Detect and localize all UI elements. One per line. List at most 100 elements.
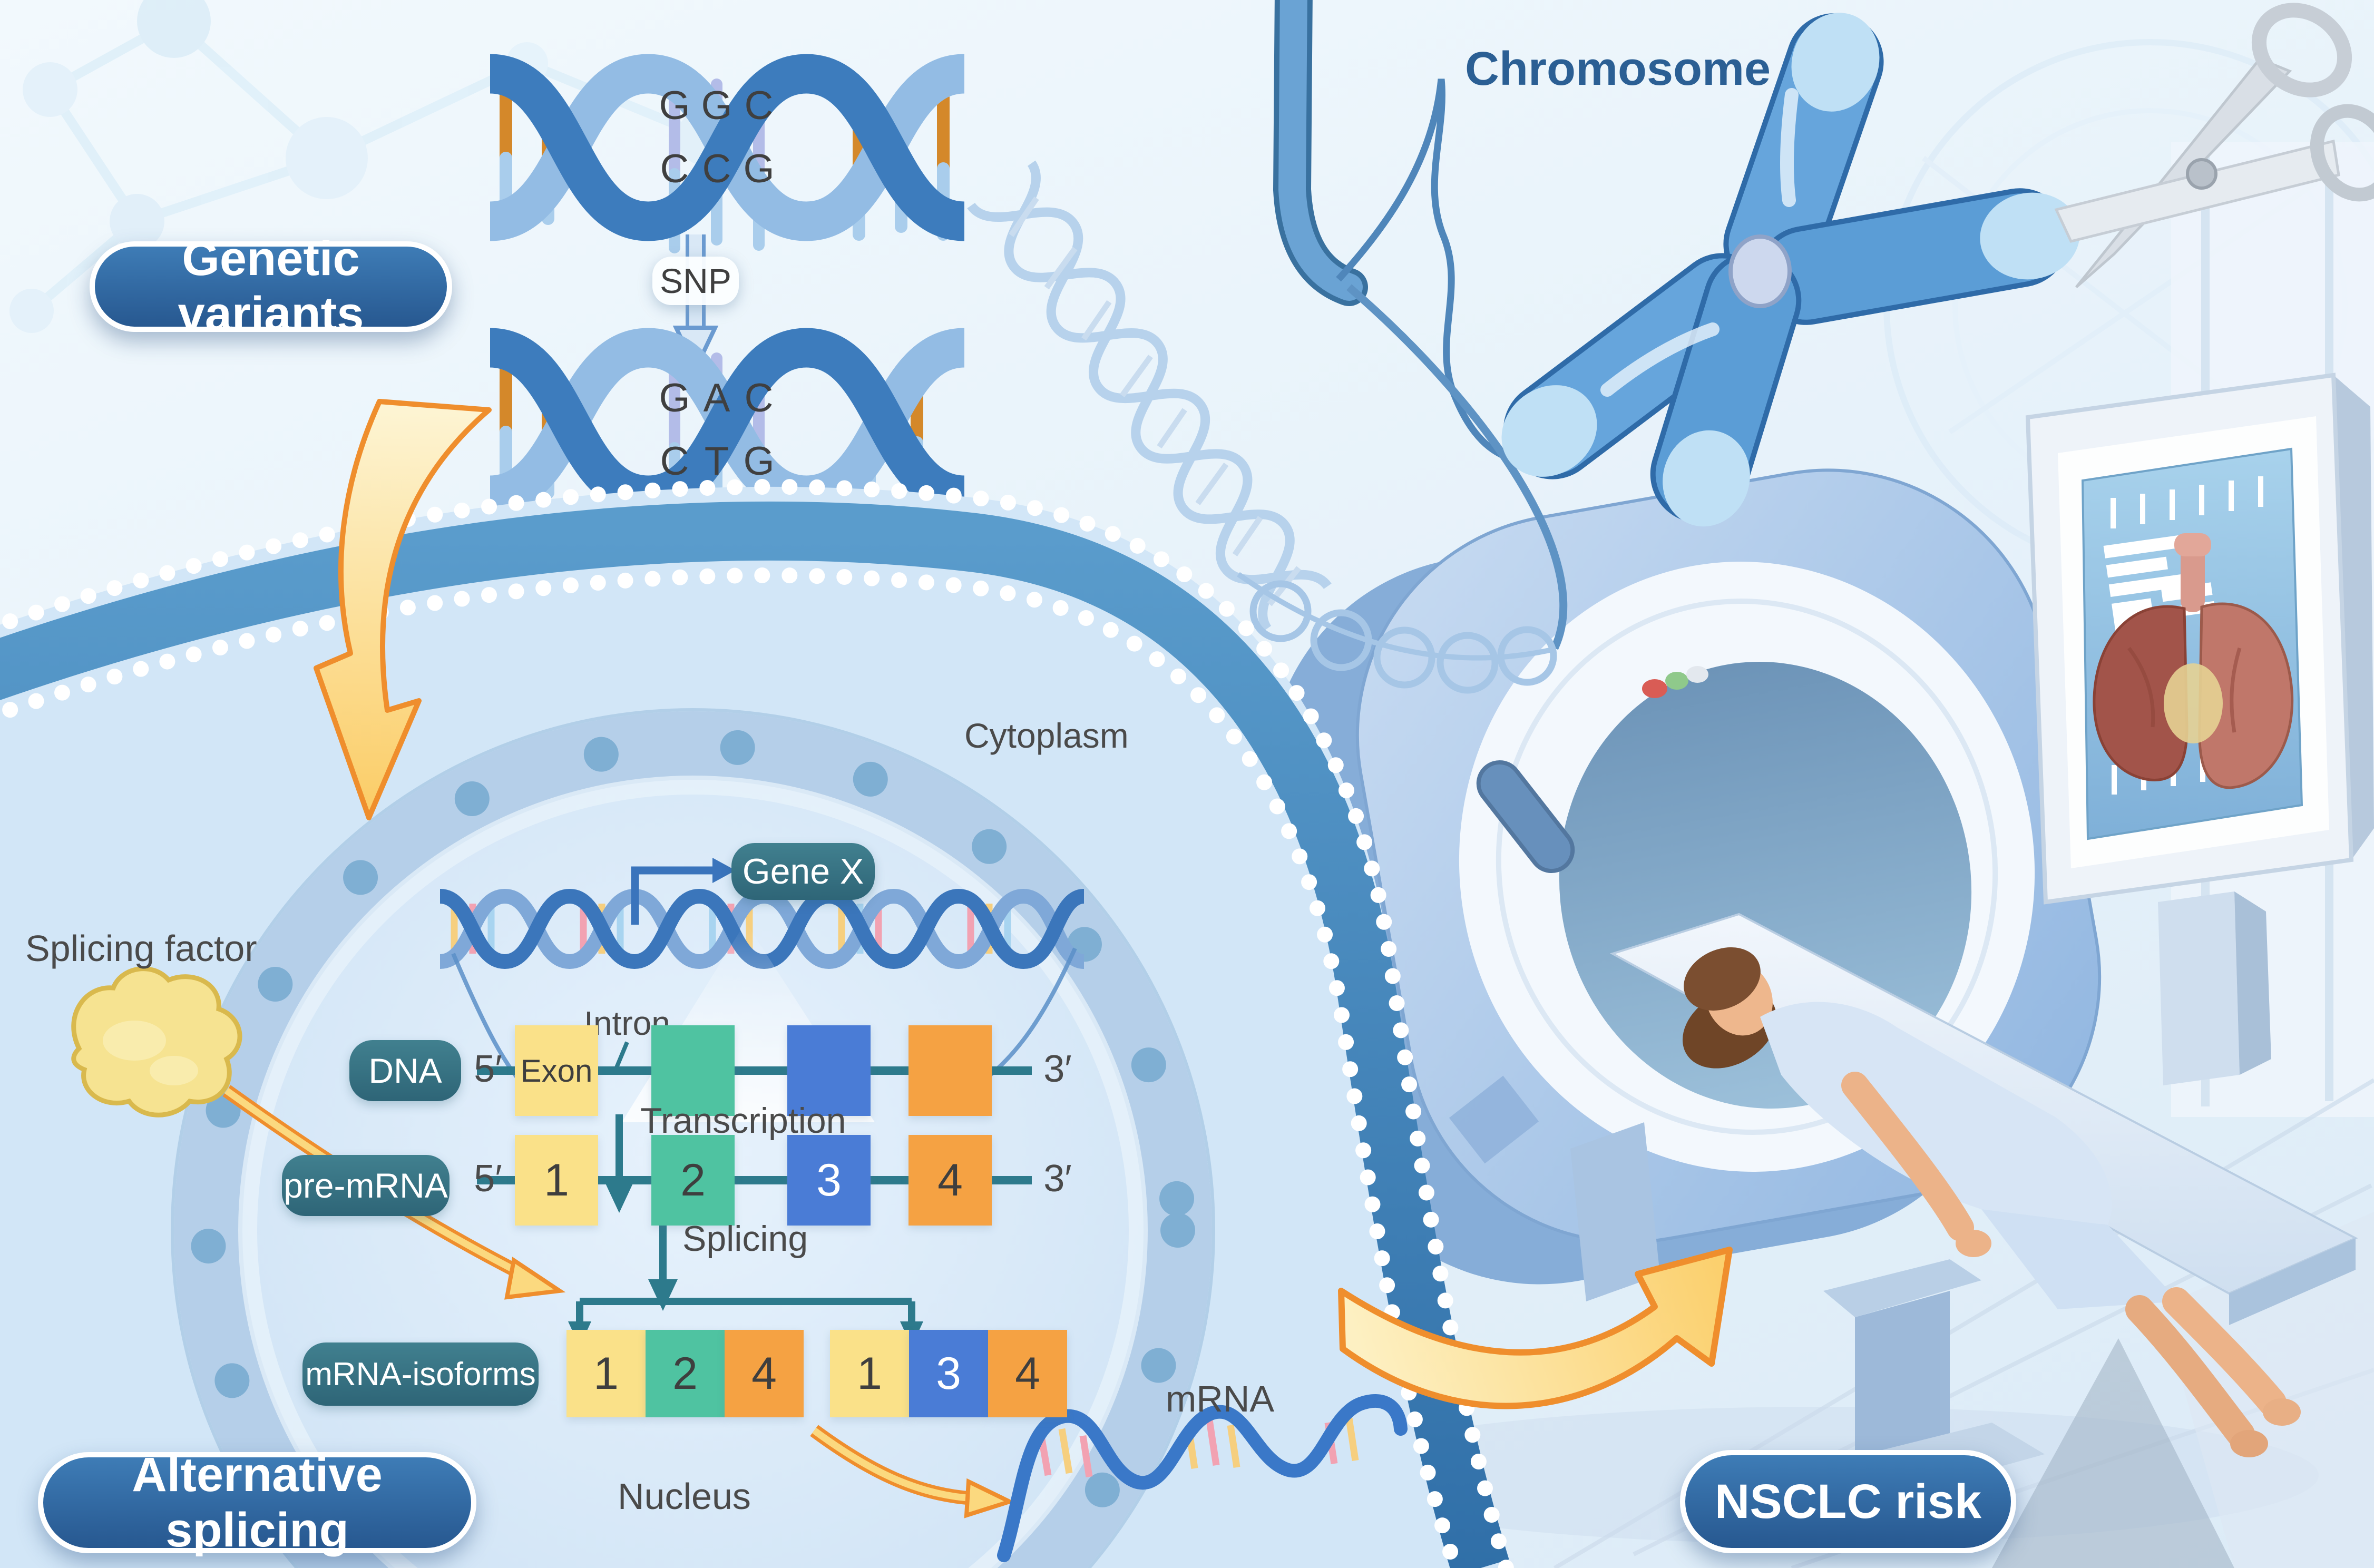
chromosome-illustration [1501,13,2080,527]
isoform2-exon-4: 4 [988,1330,1067,1417]
isoform2-exon-1: 1 [830,1330,909,1417]
scanner-table-edge [2229,1238,2356,1325]
variant-base: C [660,438,689,484]
chromosome-tips [1501,13,2080,527]
indicator-light-green [1665,672,1688,690]
splice-bracket [576,1298,915,1324]
variant-base: T [704,438,729,484]
mrna-isoforms-pill: mRNA-isoforms [302,1342,539,1406]
risk-arrow [1338,1247,1733,1409]
trachea [2181,544,2205,612]
ref-base: G [659,83,690,128]
pre-mrna-exon-2: 2 [651,1135,735,1226]
chromatin-thread [1336,79,1515,463]
monitor-stand [2158,891,2240,1085]
monitor [2025,373,2374,1085]
patient [1682,947,2301,1457]
genetic-variants-label: Genetic variants [178,232,364,341]
membrane-beads-inner [0,567,1463,1568]
dna-exon-box-4 [908,1025,992,1116]
indicator-light-white [1686,666,1708,683]
five-prime-dna: 5′ [474,1048,502,1090]
splicing-factor-protein [71,966,242,1118]
cytoplasm-label: Cytoplasm [964,716,1129,755]
cell-membrane [0,501,1509,1568]
pre-mrna-pill: pre-mRNA [282,1155,450,1216]
intron-pointer [614,1041,629,1069]
chromatin-fiber [967,0,1568,694]
mrna-export-arrow [810,1425,1015,1518]
nucleus-label: Nucleus [618,1476,751,1517]
heart-area [2164,663,2223,743]
gantry-vent [1449,1075,1539,1164]
splicing-factor-label: Splicing factor [25,928,257,969]
chromosome-title: Chromosome [1465,43,1771,95]
dna-exon-box-2 [651,1025,735,1116]
isoform2-exon-3: 3 [909,1330,988,1417]
patient-leg-left [2162,1287,2287,1417]
snp-label: SNP [660,261,731,300]
exon-label: Exon [520,1053,593,1089]
gene-promoter-arrow [631,858,736,925]
splicing-label: Splicing [682,1219,808,1259]
ref-base: C [702,146,731,191]
centromere [1728,234,1792,308]
alternative-splicing-pill: Alternative splicing [38,1448,476,1557]
lung-left-lobe [2093,605,2189,781]
three-prime-pre-mrna: 3′ [1043,1158,1072,1200]
patient-hair [1684,947,1761,1011]
reference-dna-helix [489,54,966,253]
nuclear-pores [191,728,1195,1568]
snp-label-pill: SNP [652,257,739,305]
nsclc-risk-label: NSCLC risk [1714,1474,1982,1528]
alternative-splicing-label: Alternative splicing [132,1448,383,1557]
patient-gown-torso [1760,1002,2112,1225]
patient-leg-right [2125,1295,2255,1448]
ref-base: G [701,83,732,128]
ct-scanner [1267,373,2374,1507]
pre-mrna-label: pre-mRNA [284,1166,448,1205]
pre-mrna-exon-3: 3 [787,1135,871,1226]
variant-dna-helix [489,328,966,527]
isoform1-exon-2: 2 [646,1330,725,1417]
genetic-variants-pill: Genetic variants [90,232,452,341]
variant-to-cell-arrow [314,399,492,820]
indicator-light-red [1642,679,1667,698]
dna-exon-box-1: Exon [515,1025,598,1116]
dna-pill: DNA [349,1040,461,1101]
patient-gown-skirt [1981,1209,2179,1309]
scissors-pivot [2186,158,2217,190]
monitor-side [2333,375,2374,860]
control-box [1570,1122,1660,1301]
dna-label: DNA [368,1051,442,1090]
scissors-blade [2075,57,2292,288]
gene-x-label: Gene X [742,851,864,891]
scissors-icon [2054,3,2374,288]
isoform1-exon-4: 4 [725,1330,804,1417]
scissors-ring [2251,3,2352,97]
ref-base: C [744,83,774,128]
variant-base: G [743,438,775,484]
ref-base: C [660,146,689,191]
isoform1-exon-1: 1 [566,1330,646,1417]
transcription-label: Transcription [640,1101,846,1141]
gantry-handle [1476,760,1575,874]
nsclc-risk-pill: NSCLC risk [1680,1450,2016,1553]
dna-coils [1237,572,1557,694]
ref-base: G [743,146,775,191]
five-prime-pre-mrna: 5′ [474,1158,502,1200]
pre-mrna-exon-4: 4 [908,1135,992,1226]
mrna-isoforms-label: mRNA-isoforms [305,1356,536,1393]
faint-dna-ladder [967,160,1332,632]
variant-base: C [744,375,774,420]
table-pedestal-column [1855,1291,1950,1481]
gene-x-pill: Gene X [731,843,875,900]
three-prime-dna: 3′ [1043,1048,1072,1090]
scissors-ring [2310,104,2374,202]
variant-base: A [703,375,730,420]
mrna-strand [997,1394,1408,1562]
dna-exon-box-3 [787,1025,871,1116]
variant-base: G [659,375,690,420]
